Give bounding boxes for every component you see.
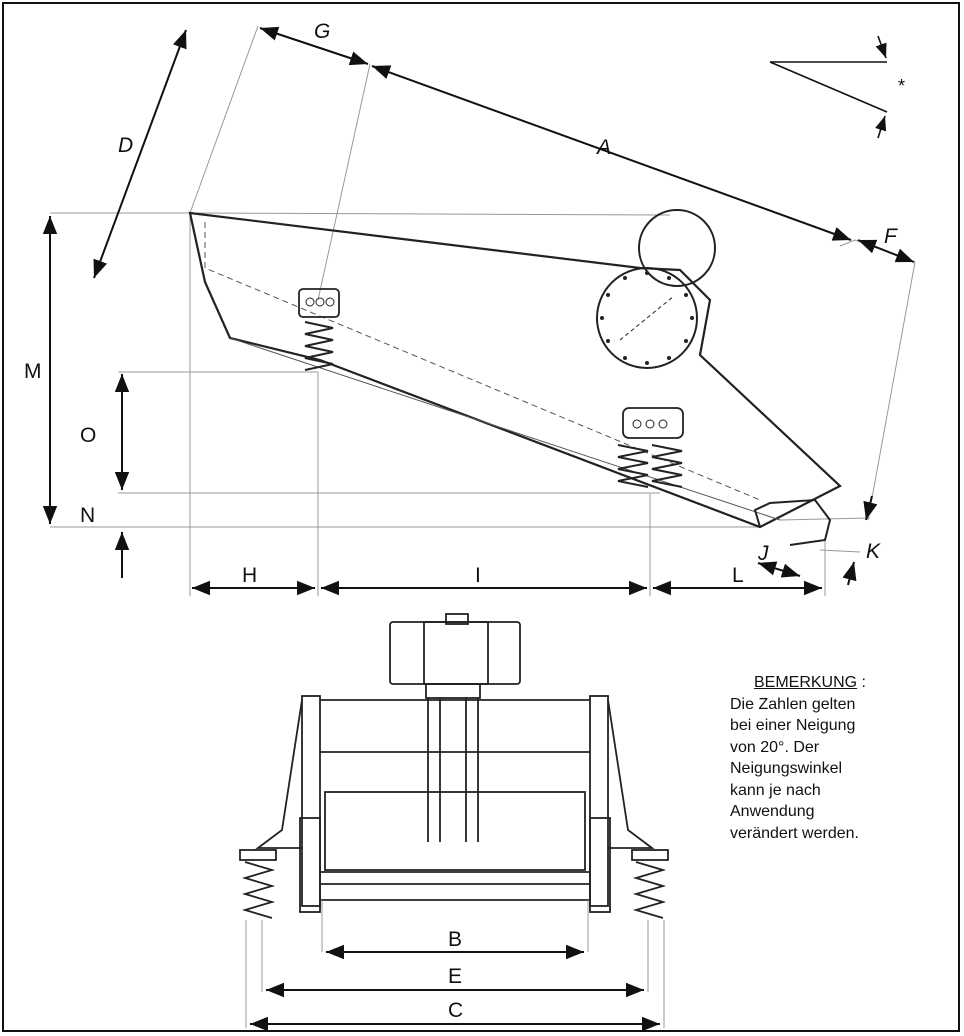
label-M: M	[24, 360, 42, 383]
remark-body: Die Zahlen gelten bei einer Neigung von …	[730, 694, 890, 845]
screen-deck	[204, 222, 761, 501]
remark-title: BEMERKUNG	[753, 674, 858, 691]
remark-line: Anwendung	[730, 803, 815, 820]
label-D: D	[118, 134, 133, 157]
label-K: K	[866, 540, 881, 563]
dimension-arrows	[42, 26, 915, 596]
label-E: E	[448, 965, 462, 988]
angle-marker	[769, 35, 888, 139]
label-H: H	[242, 564, 257, 587]
front-spring-left	[241, 861, 276, 919]
remark-line: Die Zahlen gelten	[730, 695, 856, 713]
flange-bolts	[600, 271, 694, 365]
left-sidewall	[301, 695, 321, 907]
remark-line: bei einer Neigung	[730, 717, 856, 734]
screen-box	[324, 791, 586, 871]
label-O: O	[80, 424, 96, 447]
label-I: I	[475, 564, 481, 587]
remark-line: von 20°. Der	[730, 738, 820, 756]
front-spring-right	[632, 861, 667, 919]
drive-motor	[638, 209, 716, 287]
label-G: G	[314, 20, 330, 43]
deck-line	[229, 337, 781, 521]
flange-centerline	[619, 295, 675, 341]
spring-left	[298, 288, 340, 371]
front-dimension-arrows	[250, 944, 660, 1032]
front-view	[239, 613, 669, 1028]
label-L: L	[732, 564, 744, 587]
label-F: F	[884, 225, 898, 248]
angle-asterisk: *	[898, 76, 905, 96]
discharge-lip	[753, 498, 832, 546]
right-sidewall	[589, 695, 609, 907]
remark-colon: :	[857, 674, 866, 691]
label-A: A	[595, 136, 611, 159]
remark-line: Neigungswinkel	[730, 760, 843, 777]
screen-body	[188, 211, 842, 529]
remark-line: verändert werden.	[730, 824, 859, 842]
front-motor	[389, 621, 521, 685]
exciter-flange	[596, 267, 698, 369]
remark-line: kann je nach	[730, 781, 821, 799]
label-B: B	[448, 928, 462, 951]
extension-lines	[50, 25, 916, 596]
remark-note: BEMERKUNG : Die Zahlen gelten bei einer …	[694, 664, 926, 854]
label-J: J	[757, 542, 769, 565]
side-view	[50, 25, 916, 596]
spring-right	[617, 407, 684, 488]
label-N: N	[80, 504, 95, 527]
label-C: C	[448, 999, 463, 1022]
